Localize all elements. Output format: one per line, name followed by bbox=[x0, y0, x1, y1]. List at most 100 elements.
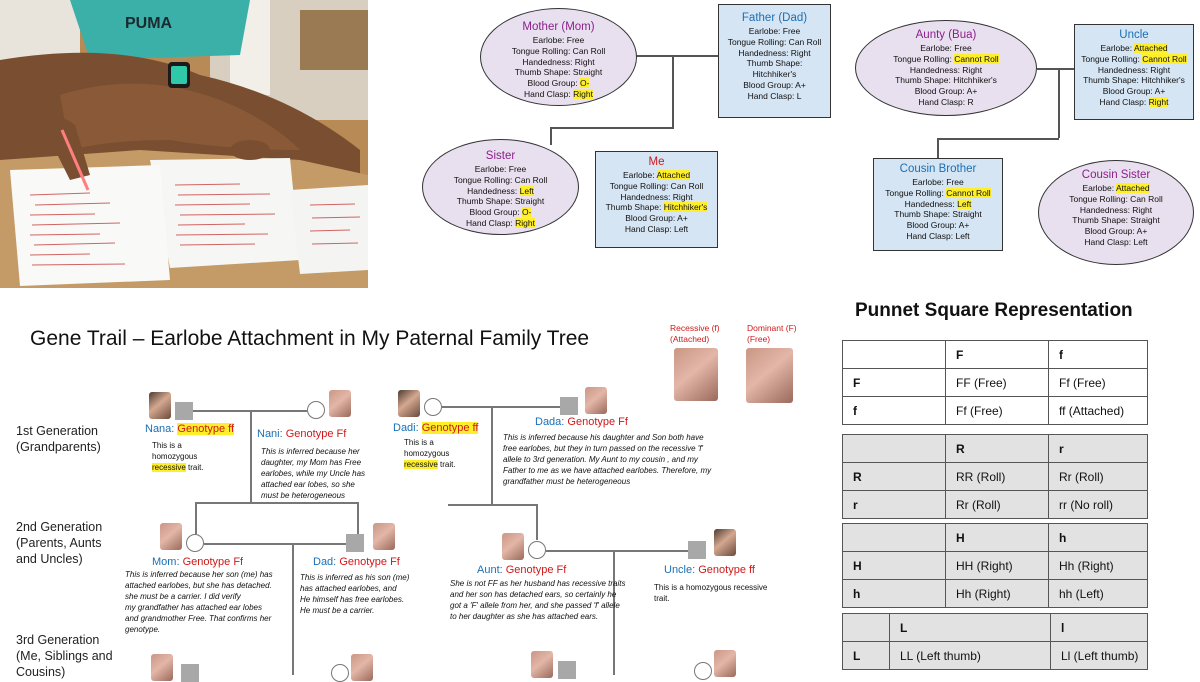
descent-line bbox=[491, 406, 493, 504]
nana-label: Nana: Genotype ff bbox=[145, 422, 234, 436]
trait-line: Hand Clasp: Left bbox=[874, 231, 1002, 242]
trait-line: Handedness: Right bbox=[719, 48, 830, 59]
highlight: Cannot Roll bbox=[954, 54, 998, 64]
legend: Recessive (f) (Attached) Dominant (F) (F… bbox=[668, 323, 808, 403]
mom-ear-image bbox=[160, 523, 182, 550]
tree-connector bbox=[937, 138, 1059, 140]
sibling-line bbox=[195, 502, 197, 534]
table-cell: hh (Left) bbox=[1049, 580, 1148, 608]
trait-line: Handedness: Right bbox=[1075, 65, 1193, 76]
table-cell bbox=[843, 435, 946, 463]
table-cell: Ll (Left thumb) bbox=[1051, 642, 1148, 670]
highlight: Attached bbox=[1116, 183, 1150, 193]
trait-line: Tongue Rolling: Can Roll bbox=[423, 175, 578, 186]
highlight: Left bbox=[520, 186, 534, 196]
trait-line: Handedness: Right bbox=[1039, 205, 1193, 216]
trait-line: Earlobe: Attached bbox=[1039, 183, 1193, 194]
trait-line: Hand Clasp: Left bbox=[596, 224, 717, 235]
genotype: Genotype ff bbox=[422, 422, 479, 434]
student-photo: PUMA bbox=[0, 0, 368, 288]
marriage-line bbox=[546, 550, 688, 552]
table-cell: L bbox=[890, 614, 1051, 642]
dad-note: This is inferred as his son (me)has atta… bbox=[300, 572, 409, 616]
highlight: Left bbox=[957, 199, 971, 209]
aunt-female-symbol bbox=[528, 541, 546, 559]
aunt-label: Aunt: Genotype Ff bbox=[477, 563, 566, 577]
tree-connector bbox=[636, 55, 720, 57]
dada-male-symbol bbox=[560, 397, 578, 415]
mom-label: Mom: Genotype Ff bbox=[152, 555, 243, 569]
table-row: RRR (Roll)Rr (Roll) bbox=[843, 463, 1148, 491]
table-cell: Ff (Free) bbox=[946, 397, 1049, 425]
nani-label: Nani: Genotype Ff bbox=[257, 427, 346, 441]
descent-line bbox=[292, 543, 294, 675]
table-row: FFF (Free)Ff (Free) bbox=[843, 369, 1148, 397]
genotype: Genotype ff bbox=[177, 423, 234, 435]
trait-line: Thumb Shape: Hitchhiker's bbox=[856, 75, 1036, 86]
gene-trail-title: Gene Trail – Earlobe Attachment in My Pa… bbox=[30, 327, 589, 351]
table-cell: r bbox=[843, 491, 946, 519]
trait-line: Handedness: Right bbox=[481, 57, 636, 68]
tree-node-aunty: Aunty (Bua) Earlobe: Free Tongue Rolling… bbox=[855, 20, 1037, 116]
aunt-ear-image bbox=[502, 533, 524, 560]
uncle-male-symbol bbox=[688, 541, 706, 559]
trait-line: Hand Clasp: Right bbox=[1075, 97, 1193, 108]
punnett-title: Punnet Square Representation bbox=[855, 300, 1133, 322]
trait-line: Blood Group: O- bbox=[423, 207, 578, 218]
nana-male-symbol bbox=[175, 402, 193, 420]
tree-connector bbox=[550, 127, 552, 145]
table-cell: f bbox=[843, 397, 946, 425]
table-cell: FF (Free) bbox=[946, 369, 1049, 397]
uncle-ear-image bbox=[714, 529, 736, 556]
genotype: Genotype Ff bbox=[506, 564, 567, 576]
trait-line: Tongue Rolling: Can Roll bbox=[1039, 194, 1193, 205]
cousin-ear-image-2 bbox=[714, 650, 736, 677]
trait-line: Tongue Rolling: Can Roll bbox=[719, 37, 830, 48]
dadi-ear-image bbox=[398, 390, 420, 417]
cousin-sister-ear-image bbox=[531, 651, 553, 678]
mom-note: This is inferred because her son (me) ha… bbox=[125, 569, 273, 635]
tree-connector bbox=[1037, 68, 1075, 70]
genotype: Genotype Ff bbox=[286, 428, 347, 440]
trait-line: Blood Group: A+ bbox=[874, 220, 1002, 231]
node-name: Cousin Sister bbox=[1039, 168, 1193, 183]
tree-node-cousin-brother: Cousin Brother Earlobe: Free Tongue Roll… bbox=[873, 158, 1003, 251]
table-cell: Rr (Roll) bbox=[946, 491, 1049, 519]
trait-line: Tongue Rolling: Cannot Roll bbox=[1075, 54, 1193, 65]
sibling-line bbox=[448, 504, 537, 506]
trait-line: Earlobe: Free bbox=[719, 26, 830, 37]
sibling-line bbox=[195, 502, 358, 504]
table-cell: L bbox=[843, 642, 890, 670]
table-cell: Hh (Right) bbox=[1049, 552, 1148, 580]
dad-male-symbol bbox=[346, 534, 364, 552]
table-row: LLL (Left thumb)Ll (Left thumb) bbox=[843, 642, 1148, 670]
table-cell: H bbox=[946, 524, 1049, 552]
dada-ear-image bbox=[585, 387, 607, 414]
trait-line: Earlobe: Free bbox=[856, 43, 1036, 54]
legend-dominant-label: Dominant (F) bbox=[747, 323, 797, 333]
nani-female-symbol bbox=[307, 401, 325, 419]
highlight: Cannot Roll bbox=[1142, 54, 1186, 64]
trait-line: Handedness: Left bbox=[423, 186, 578, 197]
cousin-ear-image bbox=[351, 654, 373, 681]
highlight: O- bbox=[580, 78, 589, 88]
node-name: Cousin Brother bbox=[874, 162, 1002, 177]
genotype: Genotype Ff bbox=[567, 416, 628, 428]
dad-ear-image bbox=[373, 523, 395, 550]
table-cell: R bbox=[946, 435, 1049, 463]
marriage-line bbox=[204, 543, 346, 545]
trait-line: Thumb Shape: Straight bbox=[481, 67, 636, 78]
descent-line bbox=[250, 410, 252, 502]
node-name: Father (Dad) bbox=[719, 11, 830, 26]
trait-line: Hand Clasp: Right bbox=[423, 218, 578, 229]
table-cell: l bbox=[1051, 614, 1148, 642]
node-name: Uncle bbox=[1075, 28, 1193, 43]
student-drawing-illustration: PUMA bbox=[0, 0, 368, 288]
table-cell: h bbox=[843, 580, 946, 608]
trait-line: Thumb Shape: Straight bbox=[1039, 215, 1193, 226]
genotype: Genotype ff bbox=[698, 564, 755, 576]
